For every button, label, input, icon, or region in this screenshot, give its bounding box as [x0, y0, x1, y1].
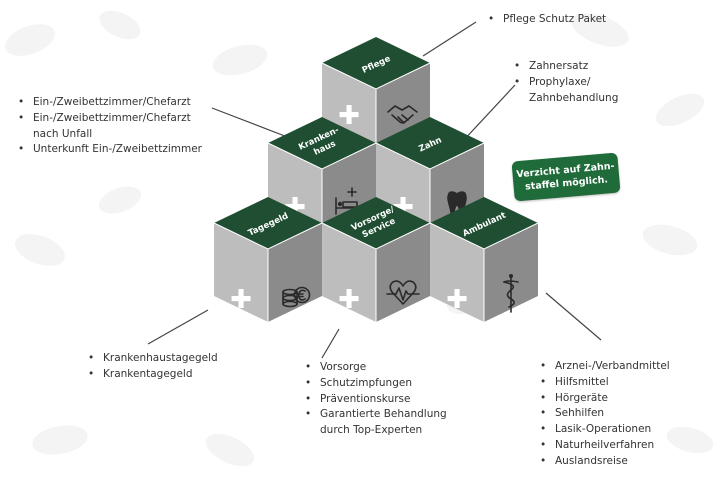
- connector-tagegeld: [147, 309, 209, 345]
- cube-pflege: Pflege ✚: [321, 36, 431, 163]
- list-item: Naturheilverfahren: [538, 438, 670, 454]
- list-item: Schutzimpfungen: [303, 376, 447, 392]
- list-item: Arznei-/Verbandmittel: [538, 359, 670, 375]
- list-pflege: Pflege Schutz Paket: [486, 12, 606, 28]
- list-tagegeld: Krankenhaustagegeld Krankentagegeld: [86, 351, 218, 383]
- cube-ambulant: Ambulant ✚: [429, 196, 539, 323]
- list-krankenhaus: Ein-/Zweibettzimmer/Chefarzt Ein-/Zweibe…: [16, 95, 202, 158]
- connector-ambulant: [545, 292, 602, 341]
- list-item: Vorsorge: [303, 360, 447, 376]
- list-item: Ein-/Zweibettzimmer/Chefarzt: [16, 95, 202, 111]
- list-vorsorge: Vorsorge Schutzimpfungen Präventionskurs…: [303, 360, 447, 439]
- plus-icon: ✚: [338, 285, 360, 315]
- list-item: nach Unfall: [33, 127, 93, 140]
- list-item: Krankentagegeld: [86, 367, 218, 383]
- list-zahn: Zahnersatz Prophylaxe/ Zahnbehandlung: [512, 59, 618, 106]
- list-ambulant: Arznei-/Verbandmittel Hilfsmittel Hörger…: [538, 359, 670, 470]
- list-item: Präventionskurse: [303, 392, 447, 408]
- cube-vorsorge: Vorsorge/ Service ✚: [321, 196, 431, 323]
- list-item: Lasik-Operationen: [538, 422, 670, 438]
- connector-pflege: [422, 21, 477, 57]
- list-item: Garantierte Behandlung: [303, 407, 447, 423]
- plus-icon: ✚: [230, 285, 252, 315]
- handshake-icon: [387, 105, 418, 124]
- list-item: Hilfsmittel: [538, 375, 670, 391]
- heart-pulse-icon: [386, 280, 420, 305]
- list-item: Sehhilfen: [538, 406, 670, 422]
- list-item: durch Top-Experten: [320, 424, 423, 437]
- list-item: Krankenhaustagegeld: [86, 351, 218, 367]
- connector-krankenhaus: [211, 107, 291, 139]
- coins-icon: [282, 286, 311, 308]
- list-item: Ein-/Zweibettzimmer/Chefarzt: [16, 111, 202, 127]
- connector-vorsorge: [321, 328, 340, 359]
- connector-zahn: [461, 84, 516, 143]
- list-item: Zahnbehandlung: [529, 91, 619, 104]
- list-item: Pflege Schutz Paket: [486, 12, 606, 28]
- list-item: Unterkunft Ein-/Zweibettzimmer: [16, 142, 202, 158]
- plus-icon: ✚: [338, 101, 360, 131]
- plus-icon: ✚: [446, 285, 468, 315]
- list-item: Hörgeräte: [538, 391, 670, 407]
- list-item: Auslandsreise: [538, 454, 670, 470]
- caduceus-icon: [503, 274, 519, 313]
- cube-tagegeld: Tagegeld ✚: [213, 196, 323, 323]
- list-item: Zahnersatz: [512, 59, 618, 75]
- list-item: Prophylaxe/: [512, 75, 618, 91]
